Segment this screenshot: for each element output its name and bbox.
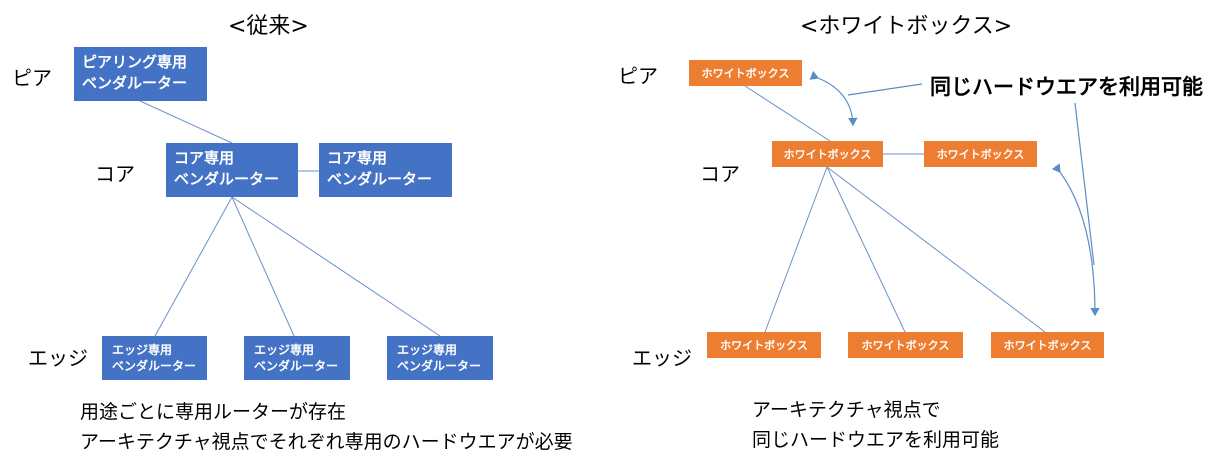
callout-arrow-upper xyxy=(809,70,858,127)
level-label-peer: ピア xyxy=(12,66,52,90)
note-line: 用途ごとに専用ルーターが存在 xyxy=(80,401,347,423)
core-router-box: コア専用ベンダルーター xyxy=(166,143,298,197)
whitebox-edge: ホワイトボックス xyxy=(848,332,963,358)
level-label-core: コア xyxy=(700,162,740,186)
edge-router-box: エッジ専用ベンダルーター xyxy=(387,336,493,380)
box-line: エッジ専用 xyxy=(112,343,173,357)
note-line: アーキテクチャ視点で xyxy=(752,399,941,421)
link-core-edge-2 xyxy=(231,196,295,337)
box-line: ベンダルーター xyxy=(327,170,433,188)
link-peer-core xyxy=(139,100,233,144)
whitebox-core: ホワイトボックス xyxy=(772,141,883,167)
whitebox-peer: ホワイトボックス xyxy=(689,60,802,86)
box-line: コア専用 xyxy=(174,149,235,167)
box-line: ベンダルーター xyxy=(82,74,188,92)
box-line: ピアリング専用 xyxy=(82,53,188,71)
level-label-edge: エッジ xyxy=(632,346,692,370)
box-line: ベンダルーター xyxy=(254,359,339,373)
whitebox-edge: ホワイトボックス xyxy=(991,332,1104,358)
callout-text: 同じハードウエアを利用可能 xyxy=(930,75,1203,99)
edge-router-box: エッジ専用ベンダルーター xyxy=(102,336,207,380)
peering-router-box: ピアリング専用ベンダルーター xyxy=(74,47,207,101)
box-line: ベンダルーター xyxy=(174,170,280,188)
level-label-core: コア xyxy=(95,162,135,186)
link-core-edge-1 xyxy=(154,196,233,337)
wb-link-core-edge-3 xyxy=(826,166,1046,333)
level-label-edge: エッジ xyxy=(28,346,88,370)
box-line: ベンダルーター xyxy=(112,359,197,373)
edge-router-box: エッジ専用ベンダルーター xyxy=(244,336,350,380)
note-line: アーキテクチャ視点でそれぞれ専用のハードウエアが必要 xyxy=(80,431,573,453)
whitebox-core: ホワイトボックス xyxy=(924,141,1037,167)
box-line: エッジ専用 xyxy=(397,343,458,357)
core-router-box: コア専用ベンダルーター xyxy=(319,143,452,197)
level-label-peer: ピア xyxy=(618,64,658,88)
wb-link-core-edge-2 xyxy=(826,166,906,333)
callout-pointer-line xyxy=(847,83,923,96)
legacy-note: 用途ごとに専用ルーターが存在アーキテクチャ視点でそれぞれ専用のハードウエアが必要 xyxy=(80,397,573,457)
callout-arrow-lower xyxy=(1051,163,1100,317)
callout-pointer-line-right xyxy=(1074,102,1095,266)
wb-link-peer-core xyxy=(744,85,831,142)
whitebox-title: <ホワイトボックス> xyxy=(800,14,1013,39)
legacy-title: <従来> xyxy=(228,14,309,39)
whitebox-edge: ホワイトボックス xyxy=(707,332,821,358)
link-core-edge-3 xyxy=(231,196,441,337)
whitebox-note: アーキテクチャ視点で同じハードウエアを利用可能 xyxy=(752,395,999,455)
box-line: ベンダルーター xyxy=(397,359,482,373)
note-line: 同じハードウエアを利用可能 xyxy=(752,429,1000,451)
box-line: コア専用 xyxy=(327,149,388,167)
box-line: エッジ専用 xyxy=(254,343,315,357)
wb-link-core-edge-1 xyxy=(764,166,828,333)
